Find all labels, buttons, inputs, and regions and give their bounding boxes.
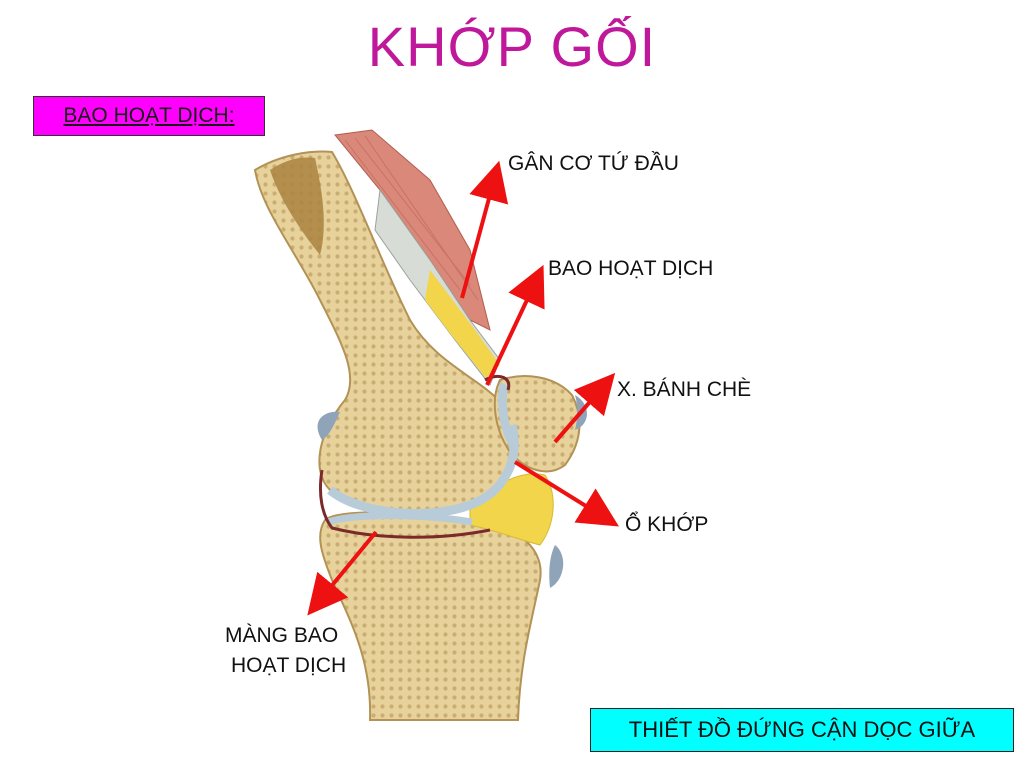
label-synovial-membrane-line1: MÀNG BAO: [225, 624, 339, 647]
anterior-pad: [549, 545, 564, 588]
femur-marrow: [270, 157, 324, 255]
label-quadriceps-tendon: GÂN CƠ TỨ ĐẦU: [508, 152, 679, 175]
tibia: [319, 511, 542, 721]
arrow-joint-cavity: [513, 460, 619, 527]
tibial-cartilage: [326, 512, 473, 526]
label-synovial-membrane-line2: HOẠT DỊCH: [231, 654, 347, 677]
arrow-synovial-membrane: [307, 530, 378, 616]
label-synovial-bursa: BAO HOẠT DỊCH: [548, 257, 714, 280]
label-patella: X. BÁNH CHÈ: [617, 378, 752, 401]
synovial-membrane: [318, 469, 491, 539]
femoral-cartilage: [327, 423, 519, 518]
arrow-synovial-bursa: [485, 264, 545, 386]
patella-cartilage: [498, 382, 518, 452]
arrow-patella: [553, 372, 616, 444]
suprapatellar-fat: [425, 270, 500, 378]
label-joint-cavity: Ổ KHỚP: [625, 513, 709, 536]
arrow-quadriceps-tendon: [460, 160, 509, 299]
caption-box: THIẾT ĐỒ ĐỨNG CẬN DỌC GIỮA: [590, 708, 1014, 752]
posterior-pad: [317, 411, 340, 440]
section-label-box: BAO HOẠT DỊCH:: [33, 96, 265, 136]
page-title: KHỚP GỐI: [367, 15, 657, 78]
